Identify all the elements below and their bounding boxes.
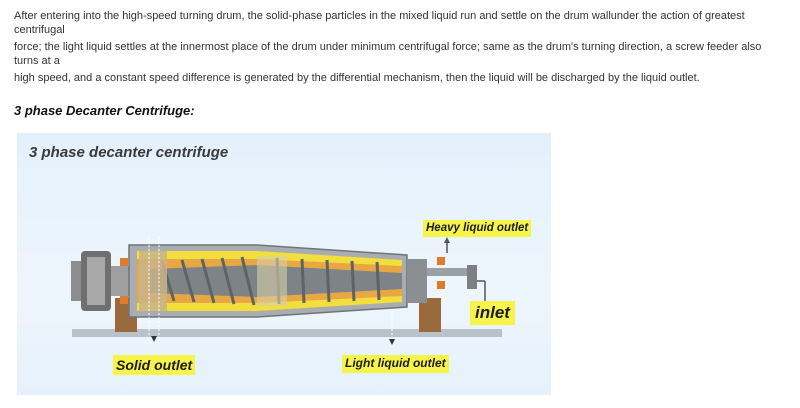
solid-outlet-label: Solid outlet — [113, 355, 196, 376]
solids-zone — [139, 251, 167, 311]
gearbox — [111, 266, 129, 296]
light-outlet-arrow — [389, 339, 395, 345]
solid-outlet-path — [148, 237, 160, 338]
motor-shaft — [71, 261, 83, 301]
solid-outlet-arrow — [151, 336, 157, 342]
paragraph-line-3: high speed, and a constant speed differe… — [14, 72, 700, 84]
diagram-title: 3 phase decanter centrifuge — [29, 144, 229, 161]
paragraph-line-2: force; the light liquid settles at the i… — [14, 41, 762, 67]
paragraph-line-1: After entering into the high-speed turni… — [14, 10, 745, 36]
outlet-housing — [407, 259, 427, 303]
right-support — [419, 298, 441, 332]
feed-pipe — [427, 268, 467, 276]
inlet-label: inlet — [470, 301, 515, 325]
light-liquid-outlet-label: Light liquid outlet — [342, 355, 449, 373]
heavy-liquid-outlet-label: Heavy liquid outlet — [423, 220, 532, 238]
centrifuge-diagram: 3 phase decanter centrifuge — [17, 133, 551, 395]
base-frame — [72, 329, 502, 337]
section-heading: 3 phase Decanter Centrifuge: — [14, 103, 195, 118]
centrifuge-illustration — [71, 237, 502, 345]
